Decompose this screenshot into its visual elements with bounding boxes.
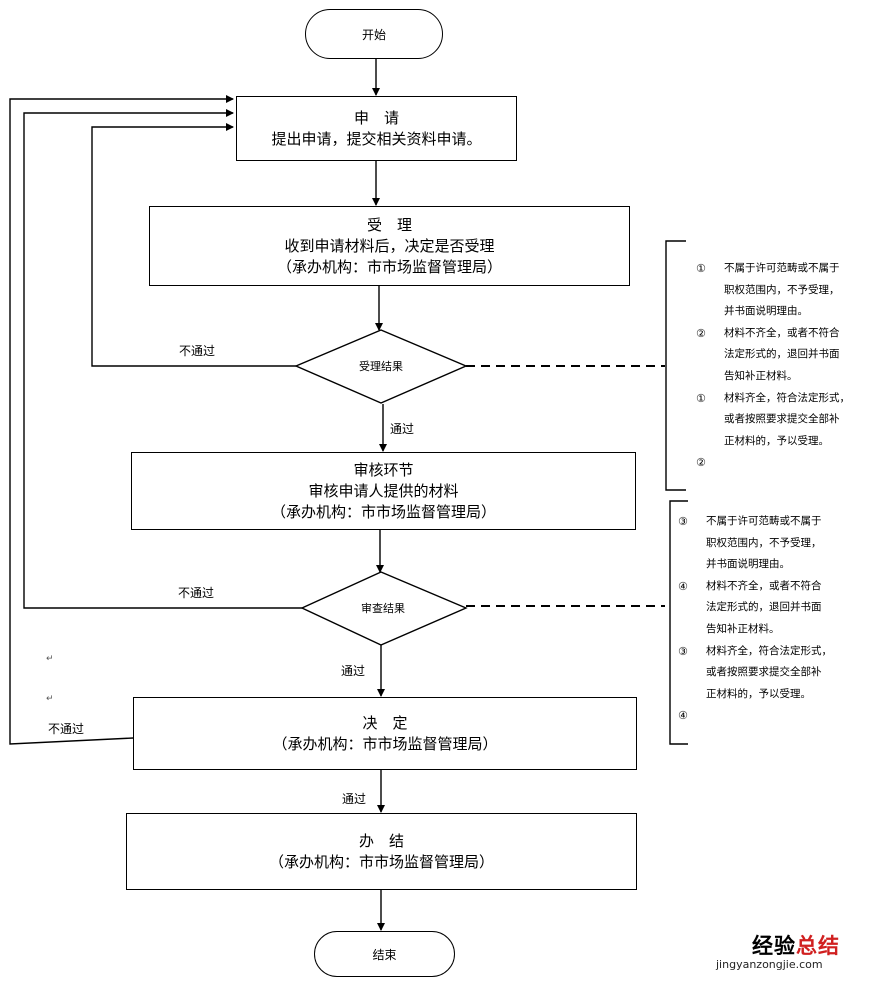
decision-review-label: 审查结果 [361,602,405,615]
note-line: 法定形式的，退回并书面 [706,601,822,614]
note-line: 正材料的，予以受理。 [724,434,829,447]
watermark-brand: 经验总结 [752,930,840,960]
label-pass-acceptance: 通过 [390,422,415,436]
note-bracket-acceptance [665,240,686,491]
step-decide-line: （承办机构：市市场监督管理局） [272,734,498,753]
label-fail-review: 不通过 [178,586,215,600]
end-label: 结束 [372,947,397,962]
note-acceptance-item: ② 材料不齐全，或者不符合 法定形式的，退回并书面 告知补正材料。 [694,323,850,388]
loop-acceptance-fail [91,123,296,367]
decision-acceptance-shape [294,329,468,404]
note-acceptance-num: ① [696,262,706,275]
note-line: 材料不齐全，或者不符合 [724,326,840,339]
note-review-item: ④ 材料不齐全，或者不符合 法定形式的，退回并书面 告知补正材料。 [676,576,832,641]
note-line: 材料齐全，符合法定形式， [706,644,832,657]
note-review-item: ④ [676,705,832,727]
note-review-num: ④ [678,709,688,723]
step-review: 审核环节 审核申请人提供的材料 （承办机构：市市场监督管理局） [131,452,636,530]
step-review-title: 审核环节 [353,460,414,479]
note-review-item: ③ 材料齐全，符合法定形式， 或者按照要求提交全部补 正材料的，予以受理。 [676,641,832,706]
step-apply: 申 请 提出申请，提交相关资料申请。 [236,96,517,161]
note-line: 告知补正材料。 [706,622,780,635]
note-acceptance-num: ② [696,326,706,340]
note-acceptance-num: ② [696,456,706,470]
note-line [724,452,850,474]
note-review-num: ③ [678,515,688,528]
note-line: 或者按照要求提交全部补 [724,413,840,426]
step-review-line-2: （承办机构：市市场监督管理局） [270,502,496,521]
note-review-num: ③ [678,644,688,658]
decision-review-shape [300,571,468,646]
paragraph-mark: ↵ [46,654,54,664]
start-terminal: 开始 [305,9,443,59]
note-acceptance-item: ① 不属于许可范畴或不属于 职权范围内，不予受理， 并书面说明理由。 [694,258,850,323]
note-review-item: ③ 不属于许可范畴或不属于 职权范围内，不予受理， 并书面说明理由。 [676,511,832,576]
note-line: 不属于许可范畴或不属于 [724,262,840,274]
label-fail-decision: 不通过 [48,722,85,736]
note-line [706,705,832,727]
step-review-line-1: 审核申请人提供的材料 [308,481,459,500]
note-review: ③ 不属于许可范畴或不属于 职权范围内，不予受理， 并书面说明理由。 ④ 材料不… [676,511,832,727]
loop-review-fail [23,109,302,609]
step-decide: 决 定 （承办机构：市市场监督管理局） [133,697,637,770]
note-acceptance: ① 不属于许可范畴或不属于 职权范围内，不予受理， 并书面说明理由。 ② 材料不… [694,258,850,474]
note-acceptance-item: ② [694,452,850,474]
note-line: 正材料的，予以受理。 [706,687,811,700]
step-decide-title: 决 定 [362,713,408,732]
step-finish-title: 办 结 [358,831,404,850]
start-label: 开始 [361,27,386,42]
note-line: 并书面说明理由。 [706,558,790,571]
note-line: 材料不齐全，或者不符合 [706,579,822,592]
note-line: 法定形式的，退回并书面 [724,348,840,361]
step-accept-line-2: （承办机构：市市场监督管理局） [276,257,502,276]
watermark-brand-plain: 经验 [752,934,796,958]
note-line: 并书面说明理由。 [724,305,808,318]
paragraph-mark: ↵ [46,694,54,704]
note-acceptance-num: ① [696,391,706,405]
note-line: 职权范围内，不予受理， [724,283,840,296]
note-line: 不属于许可范畴或不属于 [706,515,822,527]
decision-acceptance-label: 受理结果 [359,360,403,373]
step-accept-line-1: 收到申请材料后，决定是否受理 [284,236,495,255]
step-finish-line: （承办机构：市市场监督管理局） [268,852,494,871]
label-pass-decision: 通过 [342,792,367,806]
step-accept-title: 受 理 [366,215,412,234]
loop-decision-fail [9,95,234,745]
step-apply-title: 申 请 [353,108,399,127]
note-line: 告知补正材料。 [724,369,798,382]
end-terminal: 结束 [314,931,455,977]
note-line: 或者按照要求提交全部补 [706,666,822,679]
note-line: 职权范围内，不予受理， [706,536,822,549]
label-fail-acceptance: 不通过 [179,344,216,358]
watermark-brand-accent: 总结 [796,934,840,958]
step-finish: 办 结 （承办机构：市市场监督管理局） [126,813,637,890]
note-review-num: ④ [678,579,688,593]
step-accept: 受 理 收到申请材料后，决定是否受理 （承办机构：市市场监督管理局） [149,206,630,286]
note-bracket-review [669,500,688,745]
step-apply-line: 提出申请，提交相关资料申请。 [271,129,482,148]
label-pass-review: 通过 [341,664,366,678]
watermark-url: jingyanzongjie.com [716,958,823,971]
note-line: 材料齐全，符合法定形式， [724,391,850,404]
note-acceptance-item: ① 材料齐全，符合法定形式， 或者按照要求提交全部补 正材料的，予以受理。 [694,388,850,453]
